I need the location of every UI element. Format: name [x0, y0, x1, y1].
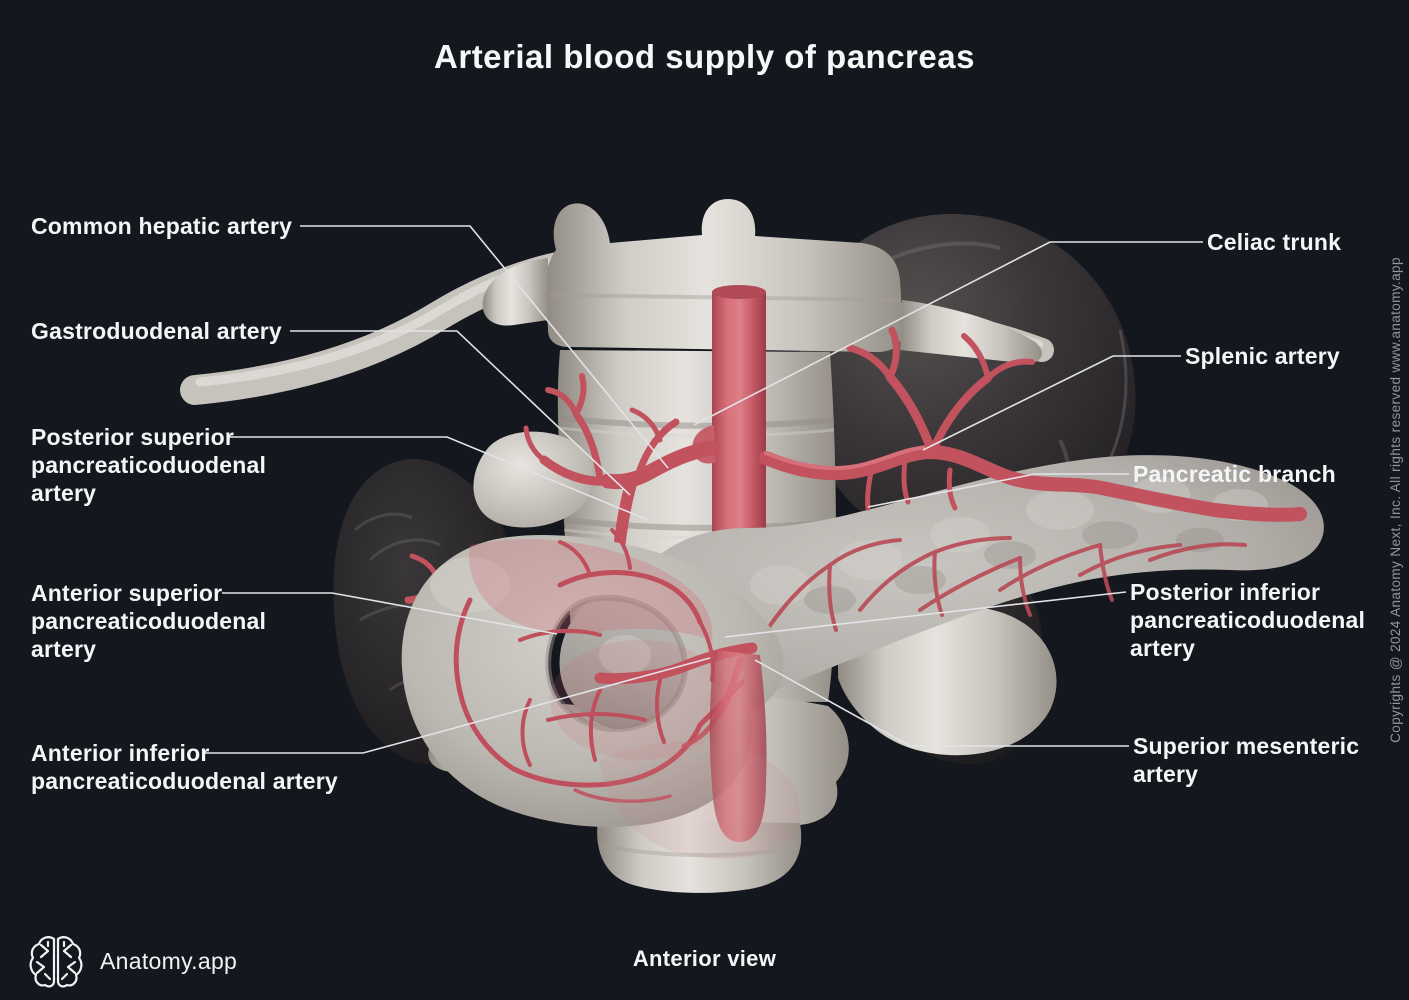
pancreaticoduodenal-arcades: [453, 528, 745, 803]
leader-posterior-inferior-pda: [724, 591, 1127, 638]
leader-pancreatic-branch: [867, 473, 1129, 508]
leader-anterior-superior-pda: [222, 592, 558, 635]
brand-name: Anatomy.app: [100, 947, 238, 974]
label-common-hepatic-artery: Common hepatic artery: [31, 213, 293, 239]
label-posterior-superior-pancreaticoduodenal-artery: Posterior superior pancreaticoduodenal a…: [31, 424, 267, 506]
copyright-text: Copyrights @ 2024 Anatomy Next, Inc. All…: [1388, 257, 1403, 743]
label-superior-mesenteric-artery: Superior mesenteric artery: [1133, 733, 1360, 787]
leader-posterior-superior-pda: [228, 436, 649, 521]
brand-footer: Anatomy.app: [28, 934, 237, 988]
splenic-artery-vessel: [759, 326, 1307, 522]
leader-common-hepatic-artery: [300, 225, 669, 469]
page-title: Arterial blood supply of pancreas: [434, 38, 975, 75]
aorta-cut-rim: [712, 285, 766, 299]
leader-superior-mesenteric-artery: [754, 659, 1129, 747]
leader-gastroduodenal-artery: [290, 330, 631, 496]
mesentery-haze: [600, 741, 800, 859]
leader-lines: [204, 225, 1203, 754]
label-anterior-superior-pancreaticoduodenal-artery: Anterior superior pancreaticoduodenal ar…: [31, 580, 267, 662]
view-label: Anterior view: [632, 946, 777, 971]
label-splenic-artery: Splenic artery: [1185, 343, 1340, 369]
label-pancreatic-branch: Pancreatic branch: [1133, 461, 1336, 487]
label-anterior-inferior-pancreaticoduodenal-artery: Anterior inferior pancreaticoduodenal ar…: [31, 740, 338, 794]
label-gastroduodenal-artery: Gastroduodenal artery: [31, 318, 282, 344]
brain-icon: [29, 936, 83, 988]
leader-splenic-artery: [922, 355, 1181, 451]
leader-celiac-trunk: [693, 241, 1203, 426]
leader-anterior-inferior-pda: [204, 657, 711, 754]
label-celiac-trunk: Celiac trunk: [1207, 229, 1342, 255]
superior-mesenteric-artery-vessel: [594, 642, 800, 859]
vascular-haze: [469, 539, 713, 640]
label-posterior-inferior-pancreaticoduodenal-artery: Posterior inferior pancreaticoduodenal a…: [1130, 579, 1366, 661]
